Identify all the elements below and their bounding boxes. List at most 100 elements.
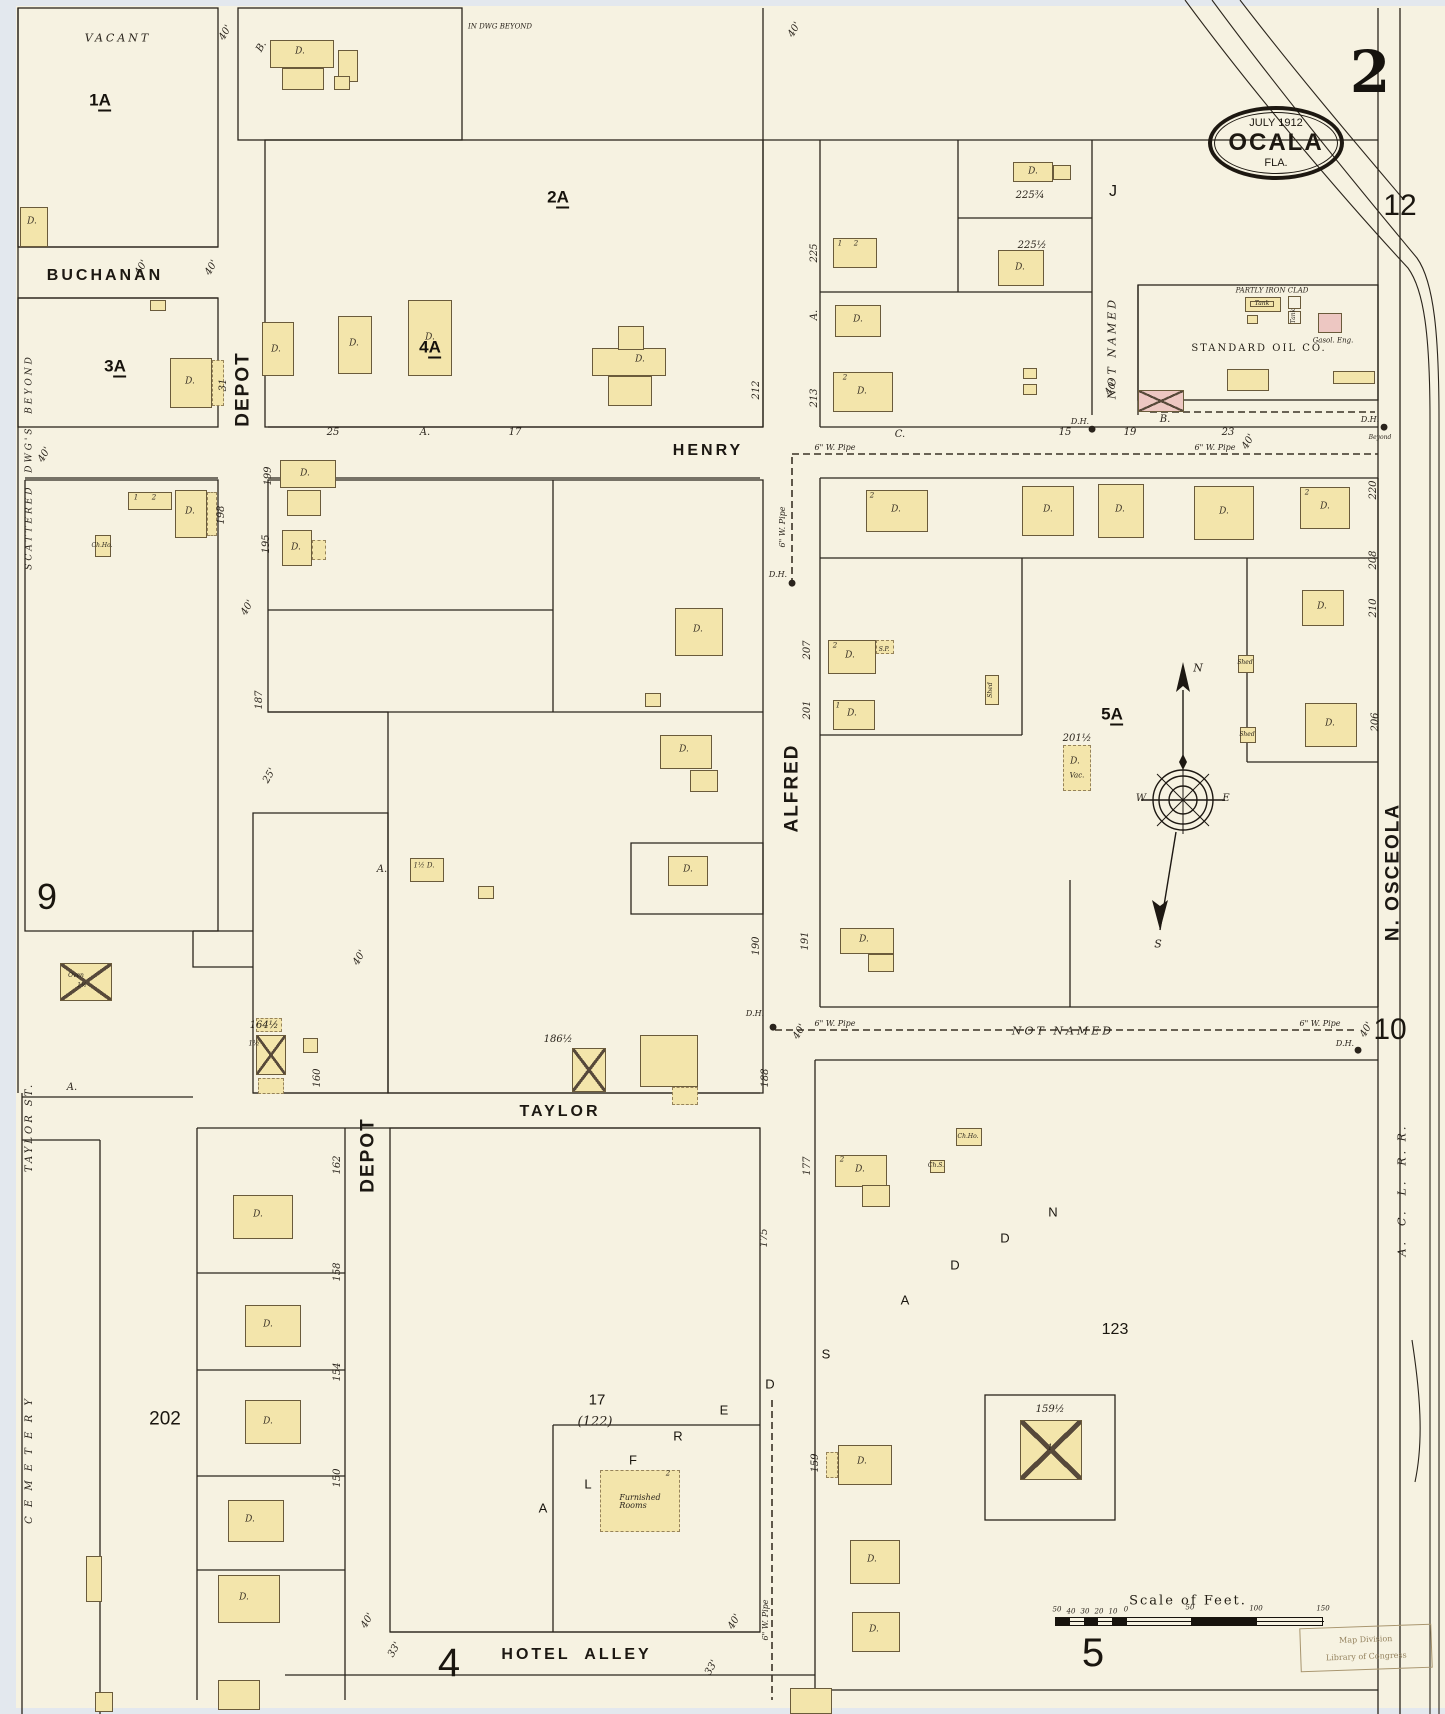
building-footprint (282, 530, 312, 566)
building-footprint (258, 1078, 284, 1094)
dwelling-label: D. (683, 864, 693, 875)
building-footprint (618, 326, 644, 350)
dwelling-label: D. (349, 338, 359, 349)
map-label: 199 (263, 466, 274, 486)
water-pipe-lines (771, 411, 1378, 1700)
dwelling-label: D. (859, 934, 869, 945)
dwelling-label: D. (1219, 506, 1229, 517)
map-label: W (1135, 793, 1147, 804)
map-label: Vac. (1069, 771, 1085, 780)
building-footprint (1098, 484, 1144, 538)
block-label-text: 1 (89, 90, 99, 110)
building-footprint (1022, 486, 1074, 536)
map-label: 164½ (249, 1020, 279, 1031)
map-label: 123 (1101, 1321, 1129, 1338)
dwelling-label: D. (869, 1624, 879, 1635)
map-label: D.H. (1070, 417, 1090, 426)
building-footprint (876, 640, 894, 654)
street-name-label: ALFRED (781, 743, 803, 833)
dwelling-label: D. (295, 46, 305, 57)
map-label: 208 (1368, 550, 1379, 570)
map-label: 6" W. Pipe (1299, 1019, 1341, 1028)
building-footprint (668, 856, 708, 886)
building-footprint (1227, 369, 1269, 391)
building-footprint (1020, 1420, 1082, 1480)
map-label: A. (419, 427, 431, 438)
map-label: 6" W. Pipe (761, 1599, 770, 1641)
map-label: 160 (312, 1068, 323, 1088)
building-footprint (218, 1680, 260, 1710)
building-footprint (1023, 368, 1037, 379)
map-label: 3A (104, 356, 126, 378)
map-label: 159 (810, 1453, 821, 1473)
map-label: 159½ (1035, 1404, 1065, 1415)
map-label: 1½ (248, 1039, 260, 1048)
dwelling-label: D. (853, 314, 863, 325)
map-label: 17 (588, 1391, 606, 1409)
building-footprint (1245, 297, 1281, 312)
map-label: D.H. (1335, 1039, 1355, 1048)
building-footprint (338, 316, 372, 374)
map-label: L (584, 1476, 592, 1492)
block-label-text: 4 (419, 337, 429, 357)
map-label: 31 (218, 378, 229, 392)
map-label: 158 (332, 1262, 343, 1282)
map-label: D.H. (1360, 415, 1380, 424)
map-label: 20 (1094, 1607, 1104, 1616)
building-footprint (1288, 296, 1301, 309)
dwelling-label: D. (425, 332, 435, 343)
building-footprint (826, 1452, 838, 1478)
map-label: 213 (809, 388, 820, 408)
map-label: 150 (1316, 1604, 1330, 1613)
building-footprint (1250, 301, 1274, 307)
building-footprint (282, 68, 324, 90)
dwelling-label: D. (263, 1319, 273, 1330)
building-footprint (20, 207, 48, 247)
map-label: Scale of Feet. (1129, 1593, 1247, 1609)
street-name-label: HENRY (672, 442, 744, 459)
map-label: R (673, 1428, 683, 1444)
building-footprint (1138, 390, 1184, 412)
map-label: A (900, 1292, 910, 1308)
building-footprint (95, 1692, 113, 1712)
building-footprint (170, 358, 212, 408)
map-label: A. (809, 309, 820, 321)
map-label: Oven (68, 972, 84, 979)
building-footprint (852, 1612, 900, 1652)
map-label: 4 (437, 1641, 461, 1685)
street-name-label: BUCHANAN (46, 267, 164, 284)
map-label: N (1193, 661, 1203, 675)
dwelling-label: D. (263, 1416, 273, 1427)
building-footprint (675, 608, 723, 656)
dwelling-label: D. (271, 344, 281, 355)
map-label: 1 (133, 493, 139, 502)
building-footprint (600, 1470, 680, 1532)
map-label: 15 (1058, 427, 1072, 438)
map-label: Ch.Ho. (91, 542, 113, 549)
map-label: Tank (1290, 308, 1297, 324)
map-label: 1A (89, 90, 111, 112)
map-label: 220 (1368, 480, 1379, 500)
map-label: 154 (332, 1362, 343, 1382)
map-label: (122) (577, 1414, 613, 1430)
map-label: 6" W. Pipe (1194, 443, 1236, 452)
map-label: Shed (1239, 731, 1255, 738)
scan-edge-left (0, 0, 16, 1714)
railroad-tracks (1184, 0, 1440, 1714)
map-label: 17 (508, 427, 522, 438)
map-label: 10 (1373, 1013, 1407, 1046)
dwelling-label: D. (1015, 262, 1025, 273)
building-footprint (262, 322, 294, 376)
map-label: 188 (760, 1068, 771, 1088)
map-label: 207 (802, 640, 813, 660)
dwelling-label: D. (27, 216, 37, 227)
building-footprint (862, 1185, 890, 1207)
scale-bar (1055, 1617, 1324, 1626)
building-footprint (1240, 727, 1256, 743)
building-footprint (930, 1160, 945, 1173)
stamp-state: FLA. (1264, 157, 1288, 169)
building-footprint (1013, 162, 1053, 182)
map-label: 19 (1123, 427, 1137, 438)
building-footprint (592, 348, 666, 376)
building-footprint (866, 490, 928, 532)
